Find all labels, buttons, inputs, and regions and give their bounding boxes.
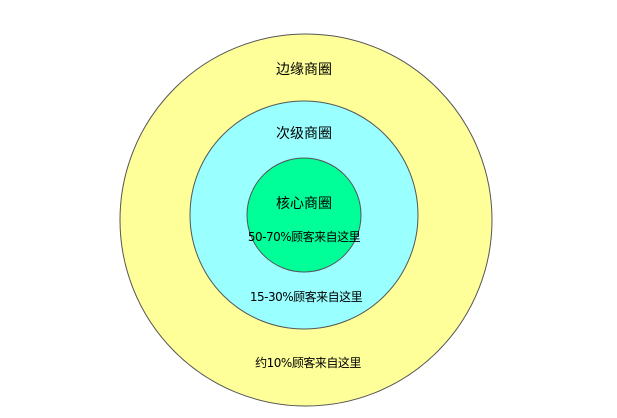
middle-ring-share: 15-30%顾客来自这里 [250,289,363,304]
middle-ring-title: 次级商圈 [276,126,332,142]
inner-ring-title: 核心商圈 [276,196,332,212]
outer-ring-share: 约10%顾客来自这里 [255,355,361,370]
inner-ring-circle [246,157,362,273]
inner-ring-share: 50-70%顾客来自这里 [248,229,361,244]
outer-ring-title: 边缘商圈 [276,62,332,78]
